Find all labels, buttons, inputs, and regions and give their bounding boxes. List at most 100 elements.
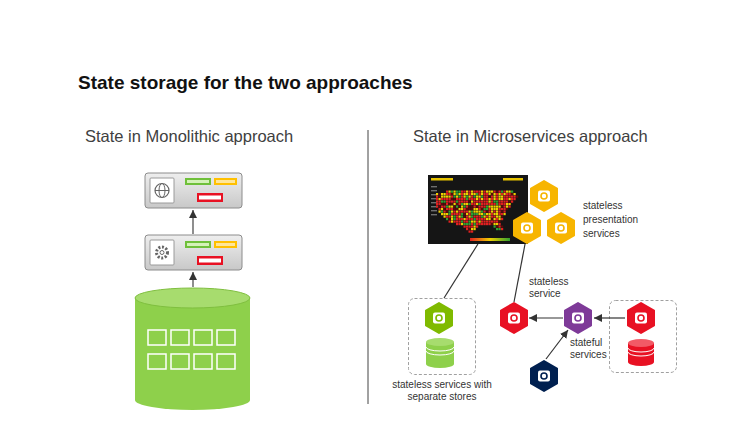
table-cell — [217, 330, 235, 345]
map-cell — [501, 211, 503, 213]
service-label: stateless service — [529, 276, 577, 300]
map-cell — [454, 221, 456, 223]
map-cell — [454, 218, 456, 220]
map-cell — [439, 198, 441, 200]
map-cell — [504, 211, 506, 213]
map-cell — [464, 223, 466, 225]
map-cell — [441, 198, 443, 200]
map-cell — [491, 206, 493, 208]
map-cell — [511, 196, 513, 198]
map-cell — [446, 196, 448, 198]
map-cell — [509, 196, 511, 198]
map-cell — [471, 228, 473, 230]
tier-box — [145, 235, 242, 270]
screen-header — [431, 178, 453, 181]
table-cell — [171, 330, 189, 345]
map-cell — [486, 206, 488, 208]
map-cell — [446, 201, 448, 203]
service-label: stateless services with separate stores — [388, 379, 496, 403]
map-cell — [481, 216, 483, 218]
map-cell — [494, 223, 496, 225]
map-cell — [466, 221, 468, 223]
map-cell — [456, 216, 458, 218]
map-cell — [504, 208, 506, 210]
state-bar — [197, 256, 223, 265]
map-cell — [476, 206, 478, 208]
map-cell — [454, 213, 456, 215]
map-cell — [464, 213, 466, 215]
map-cell — [501, 208, 503, 210]
map-cell — [479, 218, 481, 220]
map-cell — [466, 228, 468, 230]
map-cell — [491, 213, 493, 215]
map-cell — [484, 198, 486, 200]
map-cell — [464, 203, 466, 205]
map-cell — [476, 208, 478, 210]
map-cell — [444, 193, 446, 195]
map-cell — [506, 208, 508, 210]
service-hexagon — [628, 303, 654, 333]
map-cell — [486, 211, 488, 213]
map-cell — [436, 198, 438, 200]
connector-line — [514, 244, 525, 302]
map-cell — [459, 223, 461, 225]
map-cell — [441, 203, 443, 205]
map-cell — [481, 196, 483, 198]
map-cell — [459, 198, 461, 200]
map-cell — [499, 213, 501, 215]
map-cell — [469, 203, 471, 205]
map-cell — [454, 208, 456, 210]
map-cell — [486, 191, 488, 193]
map-cell — [499, 223, 501, 225]
map-cell — [461, 216, 463, 218]
map-cell — [441, 201, 443, 203]
map-cell — [446, 213, 448, 215]
map-cell — [474, 216, 476, 218]
map-cell — [489, 191, 491, 193]
service-hexagon — [531, 361, 557, 391]
map-cell — [451, 203, 453, 205]
state-bar — [185, 241, 211, 248]
map-cell — [496, 198, 498, 200]
map-cell — [479, 203, 481, 205]
section-heading: State in Monolithic approach — [85, 127, 293, 147]
map-cell — [499, 196, 501, 198]
state-bar — [216, 243, 235, 246]
map-cell — [466, 198, 468, 200]
map-cell — [491, 221, 493, 223]
map-cell — [506, 193, 508, 195]
map-cell — [479, 191, 481, 193]
map-cell — [446, 191, 448, 193]
map-cell — [456, 193, 458, 195]
map-cell — [459, 206, 461, 208]
map-cell — [454, 191, 456, 193]
map-cell — [484, 196, 486, 198]
map-cell — [476, 226, 478, 228]
map-cell — [479, 198, 481, 200]
map-cell — [446, 216, 448, 218]
logic-tier — [145, 235, 242, 270]
map-cell — [509, 201, 511, 203]
gear-icon — [157, 247, 168, 258]
state-bar — [185, 178, 211, 185]
table-cell — [194, 330, 212, 345]
map-cell — [481, 203, 483, 205]
map-cell — [474, 203, 476, 205]
service-label: stateful services — [570, 337, 614, 361]
map-cell — [459, 203, 461, 205]
map-cell — [509, 198, 511, 200]
map-cell — [451, 218, 453, 220]
service-hexagon — [501, 303, 527, 333]
map-cell — [496, 216, 498, 218]
map-cell — [466, 201, 468, 203]
map-cell — [496, 193, 498, 195]
map-cell — [501, 203, 503, 205]
map-cell — [454, 203, 456, 205]
map-cell — [464, 226, 466, 228]
map-cell — [479, 221, 481, 223]
map-cell — [469, 218, 471, 220]
map-cell — [484, 216, 486, 218]
map-cell — [509, 203, 511, 205]
map-cell — [484, 213, 486, 215]
